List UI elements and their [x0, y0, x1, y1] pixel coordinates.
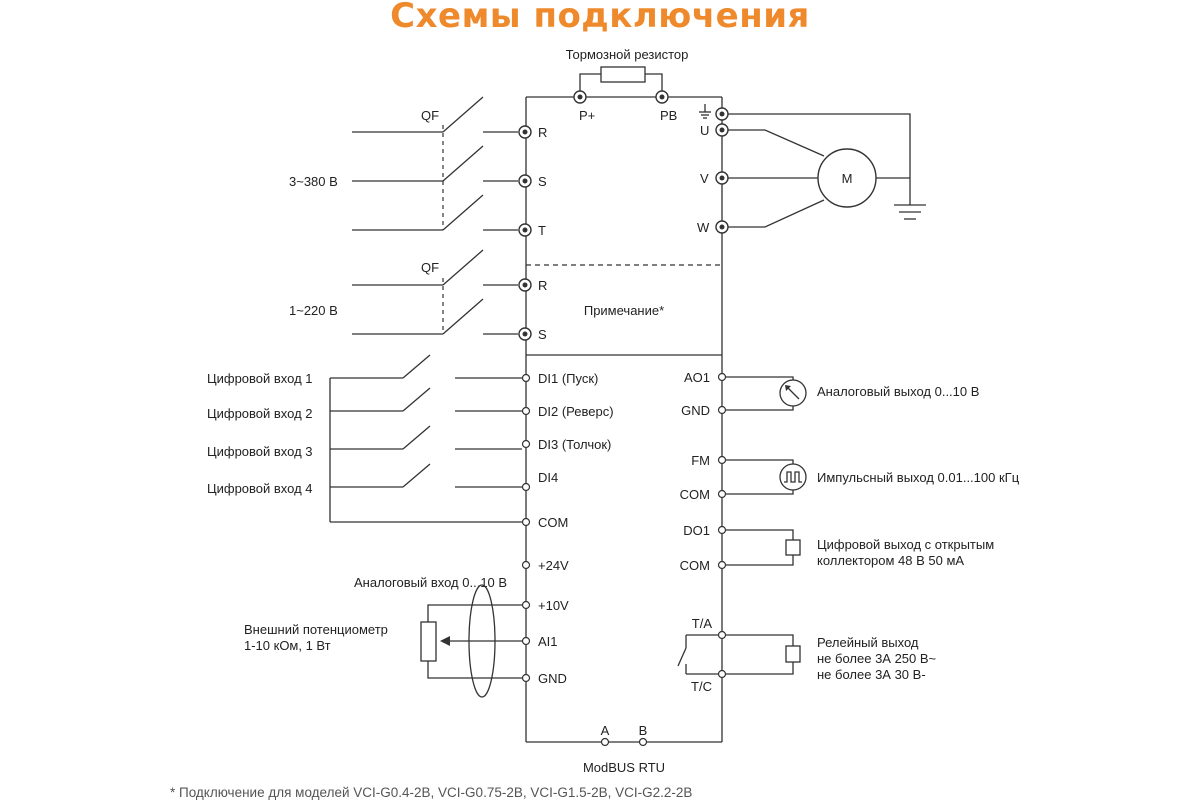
- relay-coil-symbol: [785, 645, 801, 663]
- label-tc: T/C: [691, 679, 712, 694]
- label-gnd-right: GND: [681, 403, 710, 418]
- qf2-label: QF: [421, 260, 439, 275]
- label-com-left: COM: [538, 515, 568, 530]
- do-relay-symbol: [785, 539, 801, 556]
- label-r1: R: [538, 125, 547, 140]
- label-10v: +10V: [538, 598, 569, 613]
- label-di2: DI2 (Реверс): [538, 404, 614, 419]
- analog-input: +24V Аналоговый вход 0...10 В +10V AI1 G…: [244, 558, 569, 698]
- label-com-fm: COM: [680, 487, 710, 502]
- label-fm: FM: [691, 453, 710, 468]
- terminal-gnd-left: [521, 673, 531, 683]
- qf1-label: QF: [421, 108, 439, 123]
- terminal-com-do: [717, 560, 727, 570]
- digital-inputs: Цифровой вход 1 Цифровой вход 2 Цифровой…: [207, 354, 614, 530]
- pot-label-line2: 1-10 кОм, 1 Вт: [244, 638, 331, 653]
- pulse-out-label: Импульсный выход 0.01...100 кГц: [817, 470, 1020, 485]
- terminal-di3: [521, 439, 531, 449]
- modbus-label: ModBUS RTU: [583, 760, 665, 775]
- label-s2: S: [538, 327, 547, 342]
- terminal-com-fm: [717, 489, 727, 499]
- analog-in-label: Аналоговый вход 0...10 В: [354, 575, 507, 590]
- label-di1: DI1 (Пуск): [538, 371, 598, 386]
- digital-output: DO1 COM Цифровой выход с открытым коллек…: [680, 523, 995, 573]
- terminal-b: [638, 737, 648, 747]
- label-w: W: [697, 220, 710, 235]
- label-p-plus: P+: [579, 108, 595, 123]
- potentiometer-symbol: [420, 621, 437, 662]
- label-ao1: AO1: [684, 370, 710, 385]
- pot-label-line1: Внешний потенциометр: [244, 622, 388, 637]
- page-title: Схемы подключения: [390, 0, 810, 36]
- terminal-tc: [717, 669, 727, 679]
- label-v: V: [700, 171, 709, 186]
- label-com-do: COM: [680, 558, 710, 573]
- di-in3-label: Цифровой вход 3: [207, 444, 313, 459]
- relay-output: T/A T/C Релейный выход не более 3А 250 В…: [677, 616, 937, 694]
- di-in1-label: Цифровой вход 1: [207, 371, 313, 386]
- label-24v: +24V: [538, 558, 569, 573]
- terminal-di1: [521, 373, 531, 383]
- label-b: B: [639, 723, 648, 738]
- label-t1: T: [538, 223, 546, 238]
- terminal-fm: [717, 455, 727, 465]
- pulse-output: FM COM Импульсный выход 0.01...100 кГц: [680, 453, 1020, 502]
- terminal-ta: [717, 630, 727, 640]
- brake-resistor: Тормозной резистор P+ PB: [566, 47, 689, 123]
- label-pb: PB: [660, 108, 677, 123]
- supply-1ph-label: 1~220 В: [289, 303, 338, 318]
- di-in4-label: Цифровой вход 4: [207, 481, 313, 496]
- supply-3ph-label: 3~380 В: [289, 174, 338, 189]
- footnote: * Подключение для моделей VCI-G0.4-2B, V…: [170, 785, 692, 800]
- brake-resistor-label: Тормозной резистор: [566, 47, 689, 62]
- motor-label: M: [842, 171, 853, 186]
- di-in2-label: Цифровой вход 2: [207, 406, 313, 421]
- terminal-com-left: [521, 517, 531, 527]
- label-gnd-left: GND: [538, 671, 567, 686]
- label-u: U: [700, 123, 709, 138]
- label-s1: S: [538, 174, 547, 189]
- do-label-line1: Цифровой выход с открытым: [817, 537, 994, 552]
- do-label-line2: коллектором 48 В 50 мА: [817, 553, 964, 568]
- terminal-di4: [521, 482, 531, 492]
- label-ai1: AI1: [538, 634, 558, 649]
- label-di3: DI3 (Толчок): [538, 437, 611, 452]
- label-ta: T/A: [692, 616, 713, 631]
- note-label: Примечание*: [584, 303, 664, 318]
- modbus: A B ModBUS RTU: [583, 723, 665, 775]
- relay-label-line2: не более 3А 250 В~: [817, 651, 937, 666]
- motor-symbol: [817, 148, 877, 208]
- label-di4: DI4: [538, 470, 558, 485]
- terminal-a: [600, 737, 610, 747]
- three-phase-supply: QF 3~380 В R S T: [289, 96, 547, 238]
- label-r2: R: [538, 278, 547, 293]
- terminal-ai1: [521, 636, 531, 646]
- single-phase-supply: QF 1~220 В R S Примечание*: [289, 249, 664, 342]
- terminal-gnd-right: [717, 405, 727, 415]
- label-a: A: [601, 723, 610, 738]
- pulse-meter-symbol: [779, 463, 807, 491]
- motor-output: U V W M: [697, 104, 926, 235]
- terminal-do1: [717, 525, 727, 535]
- label-do1: DO1: [683, 523, 710, 538]
- terminal-24v: [521, 560, 531, 570]
- terminal-di2: [521, 406, 531, 416]
- analog-output: AO1 GND Аналоговый выход 0...10 В: [681, 370, 979, 418]
- relay-label-line1: Релейный выход: [817, 635, 919, 650]
- terminal-ao1: [717, 372, 727, 382]
- terminal-10v: [521, 600, 531, 610]
- relay-label-line3: не более 3А 30 В-: [817, 667, 926, 682]
- analog-out-label: Аналоговый выход 0...10 В: [817, 384, 979, 399]
